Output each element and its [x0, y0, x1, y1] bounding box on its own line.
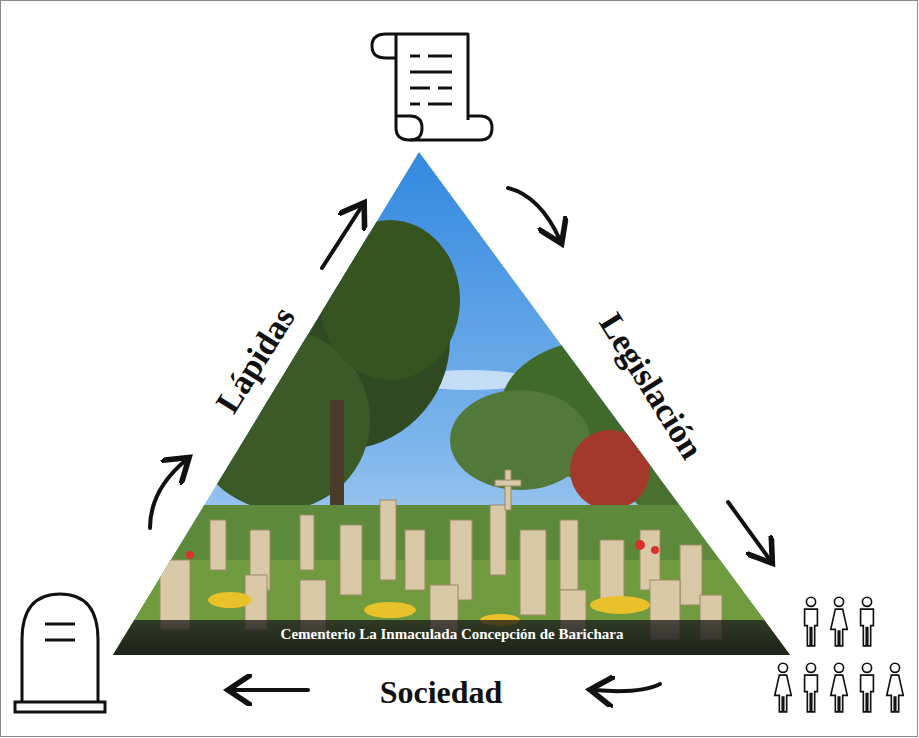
scroll-icon [372, 34, 492, 140]
caption-band [100, 620, 800, 660]
side-label: Sociedad [380, 676, 503, 708]
people-icon [775, 597, 904, 712]
photo-caption: Cementerio La Inmaculada Concepción de B… [281, 627, 624, 642]
cemetery-photo [100, 140, 800, 665]
cycle-arrows [150, 188, 770, 691]
tombstone-icon [15, 594, 105, 712]
